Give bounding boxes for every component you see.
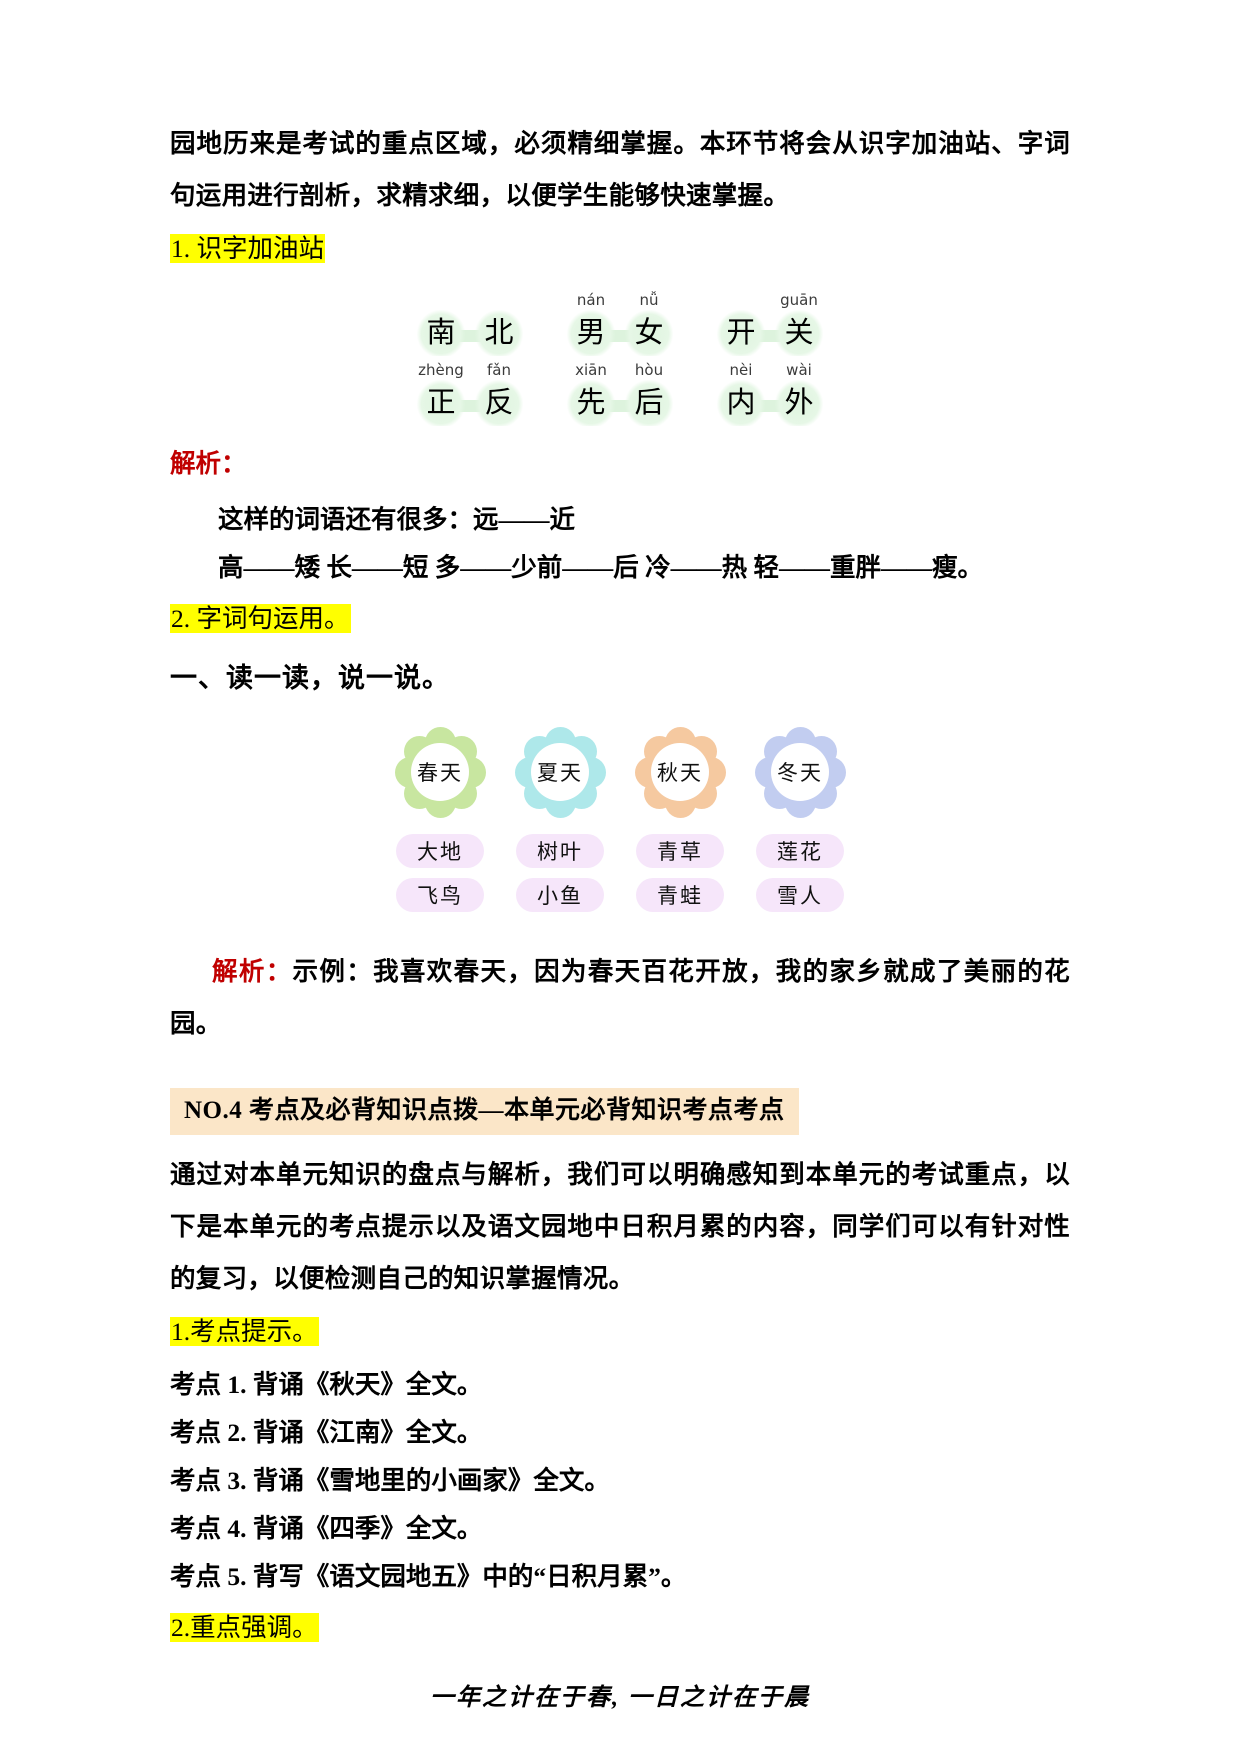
character-pair: zhèng 正 fǎn 反 [412, 362, 528, 426]
section2-heading-row: 2. 字词句运用。 [170, 596, 1070, 646]
flower-core [531, 743, 589, 801]
exam-point-item: 考点 2. 背诵《江南》全文。 [170, 1418, 483, 1447]
exam-point-item: 考点 1. 背诵《秋天》全文。 [170, 1370, 483, 1399]
flower-label: 春天 [417, 761, 463, 785]
character-glyph: 北 [475, 310, 523, 356]
intro-paragraph: 园地历来是考试的重点区域，必须精细掌握。本环节将会从识字加油站、字词句运用进行剖… [170, 129, 1070, 210]
character-cell: 开 [712, 292, 770, 356]
section2-analysis-paragraph: 解析：示例：我喜欢春天，因为春天百花开放，我的家乡就成了美丽的花园。 [170, 946, 1070, 1050]
character-cell: hòu 后 [620, 362, 678, 426]
character-pair: 开 guān 关 [712, 292, 828, 356]
character-glyph: 女 [625, 310, 673, 356]
word-pill: 飞鸟 [396, 878, 484, 912]
flower-core [651, 743, 709, 801]
no4-banner-heading: NO.4 考点及必背知识点拨—本单元必背知识考点考点 [170, 1088, 799, 1135]
pinyin-label: nèi [729, 361, 753, 379]
pinyin-label: xiān [575, 361, 607, 379]
character-cell: 南 [412, 292, 470, 356]
section2-subheading: 一、读一读，说一说。 [170, 663, 450, 693]
word-pill-grid: 大地 树叶 青草 莲花 飞鸟 小鱼 青蛙 雪人 [170, 834, 1070, 912]
pinyin-label: nǚ [639, 291, 659, 309]
section1-heading: 1. 识字加油站 [170, 234, 326, 263]
section3-heading-1: 1.考点提示。 [170, 1317, 319, 1346]
character-glyph: 关 [775, 310, 823, 356]
character-glyph: 先 [567, 380, 615, 426]
section1-analysis-label-row: 解析： [170, 442, 1070, 490]
pinyin-label: hòu [634, 361, 664, 379]
character-pair: xiān 先 hòu 后 [562, 362, 678, 426]
character-glyph: 开 [717, 310, 765, 356]
section1-heading-row: 1. 识字加油站 [170, 226, 1070, 276]
character-cell: guān 关 [770, 292, 828, 356]
word-pill-row: 飞鸟 小鱼 青蛙 雪人 [396, 878, 844, 912]
character-glyph: 正 [417, 380, 465, 426]
section3-heading1-row: 1.考点提示。 [170, 1309, 1070, 1359]
character-pair-row: 南 北 nán 男 nǚ 女 [412, 292, 828, 356]
section3-heading2-row: 2.重点强调。 [170, 1605, 1070, 1655]
character-cell: fǎn 反 [470, 362, 528, 426]
character-glyph: 后 [625, 380, 673, 426]
flower-core [411, 743, 469, 801]
analysis-line-2: 高——矮 长——短 多——少前——后 冷——热 轻——重胖——瘦。 [218, 553, 984, 582]
pinyin-label: wài [786, 361, 812, 379]
proverb-text: 一年之计在于春, 一日之计在于晨 [430, 1685, 810, 1711]
character-pair: nèi 内 wài 外 [712, 362, 828, 426]
character-cell: zhèng 正 [412, 362, 470, 426]
analysis-label: 解析： [212, 957, 293, 986]
flower-icon-summer: 夏天 [514, 726, 606, 818]
character-cell: nèi 内 [712, 362, 770, 426]
section3-heading-2: 2.重点强调。 [170, 1613, 319, 1642]
analysis-text: 示例：我喜欢春天，因为春天百花开放，我的家乡就成了美丽的花园。 [170, 957, 1071, 1038]
flower-label: 夏天 [537, 761, 583, 785]
season-flower-diagram: 春天 夏天 [170, 726, 1070, 818]
flower-core [771, 743, 829, 801]
flower-label: 冬天 [777, 761, 823, 785]
word-pill: 雪人 [756, 878, 844, 912]
character-cell: nǚ 女 [620, 292, 678, 356]
character-pair-diagram: 南 北 nán 男 nǚ 女 [170, 292, 1070, 426]
flower-icon-autumn: 秋天 [634, 726, 726, 818]
exam-point-item: 考点 3. 背诵《雪地里的小画家》全文。 [170, 1466, 610, 1495]
flower-label: 秋天 [657, 761, 703, 785]
flower-icon-winter: 冬天 [754, 726, 846, 818]
exam-point-item: 考点 4. 背诵《四季》全文。 [170, 1514, 483, 1543]
pinyin-label: nán [576, 291, 606, 309]
analysis-line-1: 这样的词语还有很多：远——近 [218, 505, 576, 534]
word-pill: 青蛙 [636, 878, 724, 912]
character-glyph: 男 [567, 310, 615, 356]
exam-point-item: 考点 5. 背写《语文园地五》中的“日积月累”。 [170, 1562, 687, 1591]
pinyin-label: fǎn [487, 361, 511, 379]
character-glyph: 南 [417, 310, 465, 356]
character-pair-row: zhèng 正 fǎn 反 xiān 先 hòu 后 [412, 362, 828, 426]
pinyin-label: zhèng [418, 361, 464, 379]
character-cell: xiān 先 [562, 362, 620, 426]
character-cell: wài 外 [770, 362, 828, 426]
banner-row: NO.4 考点及必背知识点拨—本单元必背知识考点考点 [170, 1050, 1070, 1149]
character-cell: nán 男 [562, 292, 620, 356]
character-glyph: 反 [475, 380, 523, 426]
pinyin-label: guān [780, 291, 818, 309]
character-glyph: 内 [717, 380, 765, 426]
word-pill: 大地 [396, 834, 484, 868]
flower-icon-spring: 春天 [394, 726, 486, 818]
character-pair: nán 男 nǚ 女 [562, 292, 678, 356]
word-pill-row: 大地 树叶 青草 莲花 [396, 834, 844, 868]
section3-paragraph: 通过对本单元知识的盘点与解析，我们可以明确感知到本单元的考试重点，以下是本单元的… [170, 1160, 1070, 1293]
word-pill: 青草 [636, 834, 724, 868]
character-cell: 北 [470, 292, 528, 356]
section2-heading: 2. 字词句运用。 [170, 604, 351, 633]
word-pill: 莲花 [756, 834, 844, 868]
character-glyph: 外 [775, 380, 823, 426]
word-pill: 树叶 [516, 834, 604, 868]
season-flower-row: 春天 夏天 [394, 726, 846, 818]
analysis-label: 解析： [170, 449, 247, 478]
word-pill: 小鱼 [516, 878, 604, 912]
character-pair: 南 北 [412, 292, 528, 356]
